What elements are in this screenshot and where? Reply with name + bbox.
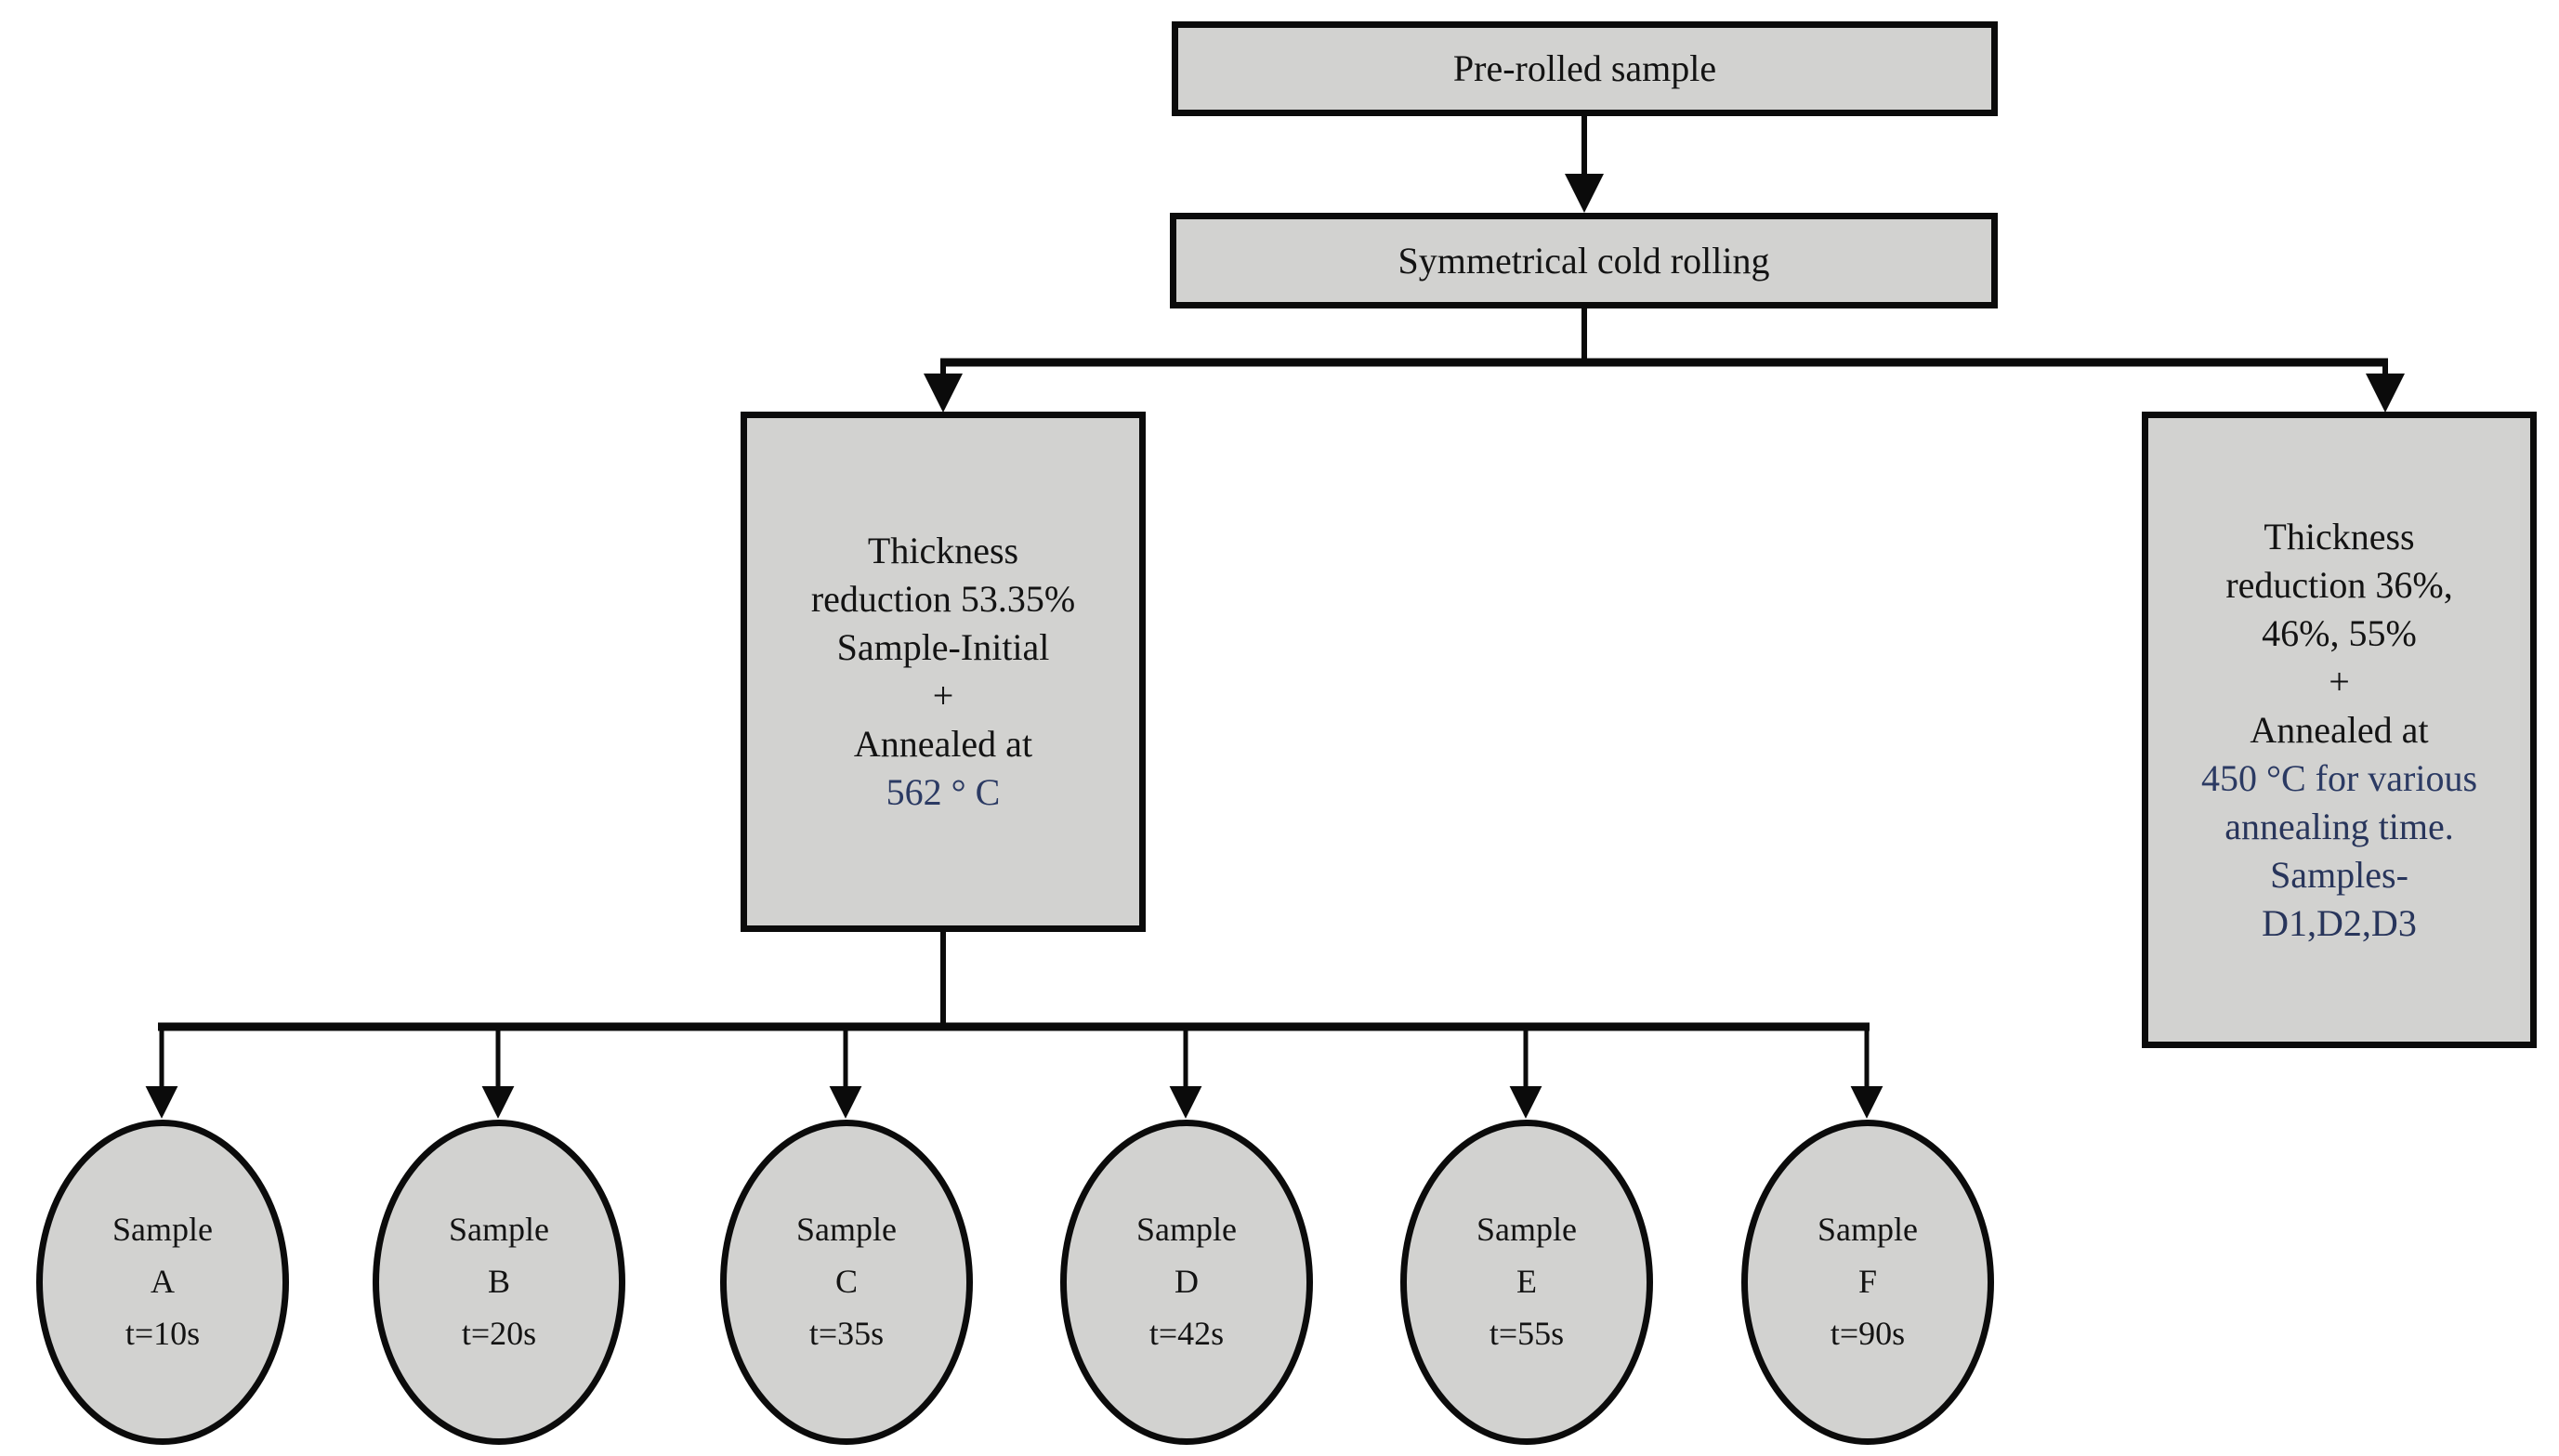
left-branch-line-1: Thickness	[867, 530, 1019, 571]
sample-e-id: E	[1516, 1263, 1537, 1301]
node-sample-e-text: Sample E t=55s	[1407, 1204, 1647, 1359]
sample-b-name: Sample	[449, 1211, 549, 1249]
right-branch-line-5: Annealed at	[2250, 708, 2429, 751]
node-sample-d-text: Sample D t=42s	[1067, 1204, 1306, 1359]
node-pre-rolled-sample[interactable]: Pre-rolled sample	[1172, 21, 1998, 116]
sample-c-name: Sample	[796, 1211, 897, 1249]
right-branch-line-3: 46%, 55%	[2262, 611, 2417, 654]
connector-left-branch-to-samples	[145, 932, 1883, 1119]
node-sample-a[interactable]: Sample A t=10s	[36, 1120, 289, 1445]
sample-d-id: D	[1175, 1263, 1199, 1301]
node-sample-b[interactable]: Sample B t=20s	[373, 1120, 625, 1445]
sample-d-time: t=42s	[1148, 1314, 1225, 1352]
left-branch-line-3: Sample-Initial	[836, 626, 1050, 668]
left-branch-line-2: reduction 53.35%	[810, 578, 1076, 620]
sample-f-time: t=90s	[1830, 1314, 1906, 1352]
node-right-branch-conditions[interactable]: Thickness reduction 36%, 46%, 55% + Anne…	[2142, 412, 2537, 1048]
node-symmetrical-cold-rolling[interactable]: Symmetrical cold rolling	[1170, 213, 1998, 308]
node-sample-f-text: Sample F t=90s	[1748, 1204, 1988, 1359]
sample-f-id: F	[1857, 1263, 1878, 1301]
sample-a-name: Sample	[112, 1211, 213, 1249]
right-branch-line-7: annealing time.	[2224, 805, 2454, 847]
node-sample-d[interactable]: Sample D t=42s	[1060, 1120, 1313, 1445]
sample-a-id: A	[151, 1263, 175, 1301]
sample-c-id: C	[834, 1263, 858, 1301]
right-branch-line-1: Thickness	[2264, 515, 2415, 557]
right-branch-line-9: D1,D2,D3	[2262, 901, 2417, 944]
right-branch-line-6: 450 °C for various	[2200, 756, 2478, 799]
sample-b-id: B	[487, 1263, 510, 1301]
node-left-branch-text: Thickness reduction 53.35% Sample-Initia…	[747, 527, 1139, 817]
sample-b-time: t=20s	[461, 1314, 537, 1352]
connector-coldrolling-split	[924, 308, 2405, 413]
node-pre-rolled-sample-label: Pre-rolled sample	[1452, 47, 1717, 89]
node-sample-c[interactable]: Sample C t=35s	[720, 1120, 973, 1445]
node-left-branch-conditions[interactable]: Thickness reduction 53.35% Sample-Initia…	[741, 412, 1146, 932]
sample-d-name: Sample	[1136, 1211, 1237, 1249]
node-symmetrical-cold-rolling-label: Symmetrical cold rolling	[1398, 239, 1770, 282]
sample-c-time: t=35s	[808, 1314, 885, 1352]
sample-e-name: Sample	[1476, 1211, 1577, 1249]
node-sample-c-text: Sample C t=35s	[727, 1204, 966, 1359]
node-right-branch-text: Thickness reduction 36%, 46%, 55% + Anne…	[2148, 513, 2530, 948]
right-branch-line-8: Samples-	[2270, 853, 2408, 896]
left-branch-line-5: Annealed at	[853, 723, 1033, 765]
node-sample-b-text: Sample B t=20s	[379, 1204, 619, 1359]
right-branch-line-4: +	[2329, 660, 2350, 702]
left-branch-line-6: 562 ° C	[886, 771, 1001, 813]
node-sample-f[interactable]: Sample F t=90s	[1741, 1120, 1994, 1445]
sample-e-time: t=55s	[1489, 1314, 1565, 1352]
right-branch-line-2: reduction 36%,	[2225, 563, 2453, 606]
sample-a-time: t=10s	[125, 1314, 201, 1352]
node-sample-a-text: Sample A t=10s	[43, 1204, 282, 1359]
left-branch-line-4: +	[932, 675, 954, 716]
node-sample-e[interactable]: Sample E t=55s	[1400, 1120, 1653, 1445]
sample-f-name: Sample	[1818, 1211, 1918, 1249]
